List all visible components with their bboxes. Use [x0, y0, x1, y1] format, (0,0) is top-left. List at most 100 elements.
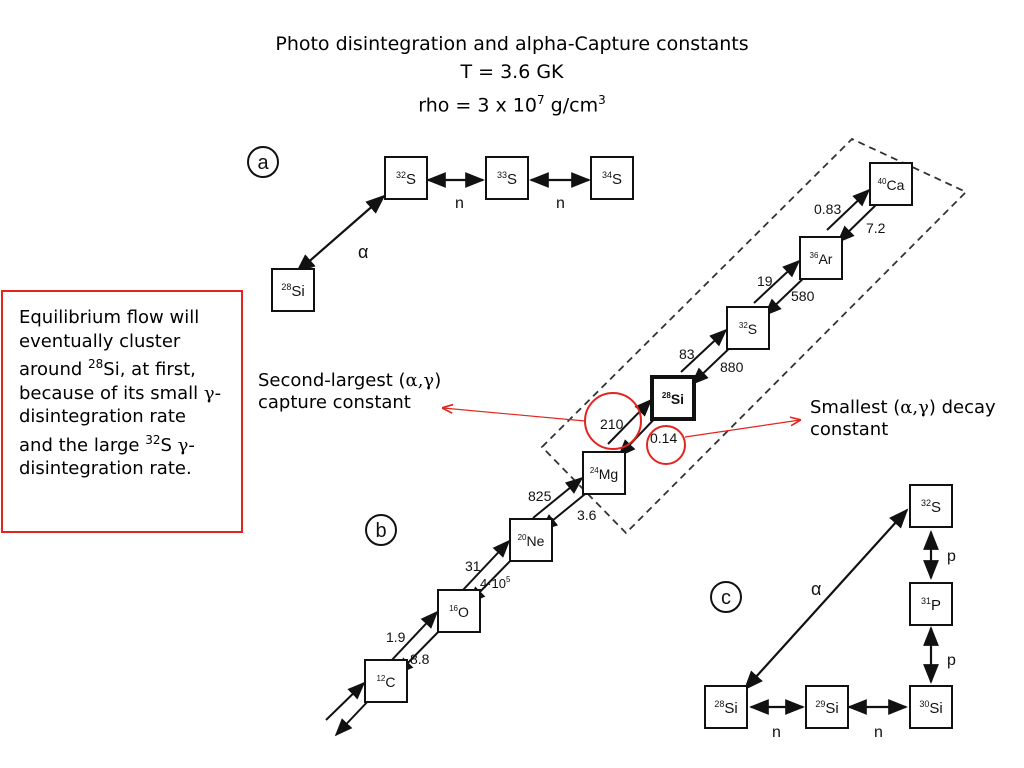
decay-constant-Ca-Ar: 7.2	[866, 220, 886, 236]
mass-c-32S: 32	[921, 498, 931, 508]
nuclide-c-31P: 31P	[921, 596, 941, 614]
nuclide-b-12C: 12C	[376, 674, 395, 690]
decay-arrow-Ca-Ar	[836, 201, 880, 244]
callout-smallest-line1: Smallest (α,γ) decay	[810, 397, 996, 419]
panel-c-alpha-label: α	[811, 579, 821, 599]
panel-a-n-label-2: n	[556, 195, 565, 212]
title-line-3-sup2: 3	[598, 93, 606, 107]
nuclide-a-34S: 34S	[602, 170, 622, 188]
nuclide-b-16O: 16O	[449, 604, 469, 620]
note-line-3-post: Si, at first,	[103, 359, 196, 380]
nuclide-box-b-40Ca	[869, 162, 913, 206]
capture-constant-Si-S: 83	[679, 346, 695, 362]
nuclide-box-b-20Ne	[509, 518, 553, 562]
callout-second-largest-post: )	[434, 370, 442, 391]
mass-a-32S: 32	[396, 170, 406, 180]
sym-b-28Si: Si	[671, 391, 684, 407]
title-line-1: Photo disintegration and alpha-Capture c…	[275, 33, 749, 55]
nuclide-box-b-36Ar	[799, 236, 843, 280]
sym-b-40Ca: Ca	[887, 177, 905, 193]
note-line-2: eventually cluster	[19, 330, 181, 352]
sym-c-31P: P	[931, 597, 941, 614]
callout-second-largest-greek: α,γ	[405, 370, 435, 391]
callout-second-largest-line2: capture constant	[258, 392, 411, 413]
mass-a-28Si: 28	[281, 282, 291, 292]
sym-c-32S: S	[931, 499, 941, 516]
capture-arrow-O-Ne	[461, 539, 511, 592]
nuclide-c-28Si: 28Si	[714, 699, 737, 717]
decay-constant-Ne-O-exp: 5	[506, 575, 511, 584]
sym-a-34S: S	[612, 171, 622, 188]
note-line-6-sup: 32	[145, 432, 161, 447]
sym-b-16O: O	[458, 604, 469, 620]
nuclide-box-a-34S	[590, 156, 634, 200]
sym-c-29Si: Si	[825, 700, 838, 717]
callout-smallest-pre: Smallest (	[810, 397, 901, 418]
capture-constant-Ne-Mg: 825	[528, 488, 552, 504]
capture-arrow-Ar-Ca	[826, 188, 871, 231]
panel-b-label: b	[375, 520, 386, 542]
nuclide-box-b-28Si	[650, 375, 696, 421]
note-line-6-greek: γ	[177, 434, 189, 456]
panel-b: b 12C 16O 20Ne 24Mg 28Si 32S	[325, 137, 968, 737]
nuclide-box-c-29Si	[805, 685, 849, 729]
capture-constant-S-Ar: 19	[757, 273, 773, 289]
sym-b-20Ne: Ne	[527, 533, 545, 549]
mass-c-30Si: 30	[919, 699, 929, 709]
nuclide-box-c-30Si	[909, 685, 953, 729]
decay-constant-Ar-S: 580	[791, 288, 815, 304]
nuclide-a-33S: 33S	[497, 170, 517, 188]
nuclide-c-29Si: 29Si	[815, 699, 838, 717]
capture-arrow-S-Ar	[753, 259, 801, 304]
decay-constant-Mg-Ne: 3.6	[577, 507, 597, 523]
panel-c: c α p p n n 32S 31P 30Si 29Si 28Si	[704, 484, 956, 741]
decay-constant-S-Si: 880	[720, 359, 744, 375]
mass-b-28Si: 28	[662, 391, 671, 400]
sym-a-28Si: Si	[291, 283, 304, 300]
note-line-6-mid: S	[160, 434, 178, 456]
panel-a-label-circle	[247, 146, 279, 178]
panel-b-label-circle	[365, 514, 397, 546]
decay-constant-O-C: 8.8	[410, 651, 430, 667]
panel-a-alpha-arrow	[295, 194, 386, 274]
nuclide-box-b-24Mg	[582, 451, 626, 495]
callout-smallest: Smallest (α,γ) decay constant	[810, 397, 996, 441]
title-line-3-mid: g/cm	[544, 94, 599, 117]
chain-entry-arrow	[325, 681, 366, 721]
callout-second-largest-line1: Second-largest (α,γ)	[258, 370, 441, 392]
nuclide-c-30Si: 30Si	[919, 699, 942, 717]
panel-c-n-label-2: n	[874, 724, 883, 741]
panel-c-alpha-arrow	[743, 508, 909, 691]
panel-c-label-circle	[710, 581, 742, 613]
mass-b-12C: 12	[376, 674, 385, 683]
note-line-6: and the large 32S γ-	[19, 429, 233, 458]
title-line-3-pre: rho = 3 x 10	[418, 94, 537, 117]
sym-c-28Si: Si	[724, 700, 737, 717]
callout-arrow-second-largest	[443, 408, 586, 422]
equilibrium-note-box: Equilibrium flow will eventually cluster…	[1, 290, 243, 533]
note-line-4-post: -	[214, 382, 222, 404]
decay-constant-Si-Mg: 0.14	[650, 430, 677, 446]
mass-b-24Mg: 24	[590, 466, 599, 475]
callout-second-largest-pre: Second-largest (	[258, 370, 406, 391]
note-line-1: Equilibrium flow will	[19, 307, 200, 328]
nuclide-c-32S: 32S	[921, 498, 941, 516]
nuclide-box-b-16O	[437, 589, 481, 633]
nuclide-box-b-12C	[364, 659, 408, 703]
panel-a-label: a	[257, 152, 269, 174]
mass-c-31P: 31	[921, 596, 931, 606]
note-line-7: disintegration rate.	[19, 458, 192, 479]
callout-arrow-smallest	[684, 420, 800, 438]
note-line-4: because of its small γ-	[19, 382, 233, 406]
note-line-3-sup: 28	[88, 357, 104, 371]
mass-a-34S: 34	[602, 170, 612, 180]
note-line-6-post: -	[188, 434, 195, 456]
decay-constant-Ne-O-base: 4·10	[480, 576, 506, 591]
capture-arrow-Mg-Si	[607, 398, 653, 445]
title-line-3-sup: 7	[536, 93, 545, 107]
panel-c-n-label-1: n	[772, 724, 781, 741]
nuclide-b-20Ne: 20Ne	[518, 533, 545, 549]
title-line-2: T = 3.6 GK	[460, 61, 564, 83]
capture-arrow-C-O	[389, 610, 439, 663]
capture-arrow-Si-S	[680, 328, 728, 373]
